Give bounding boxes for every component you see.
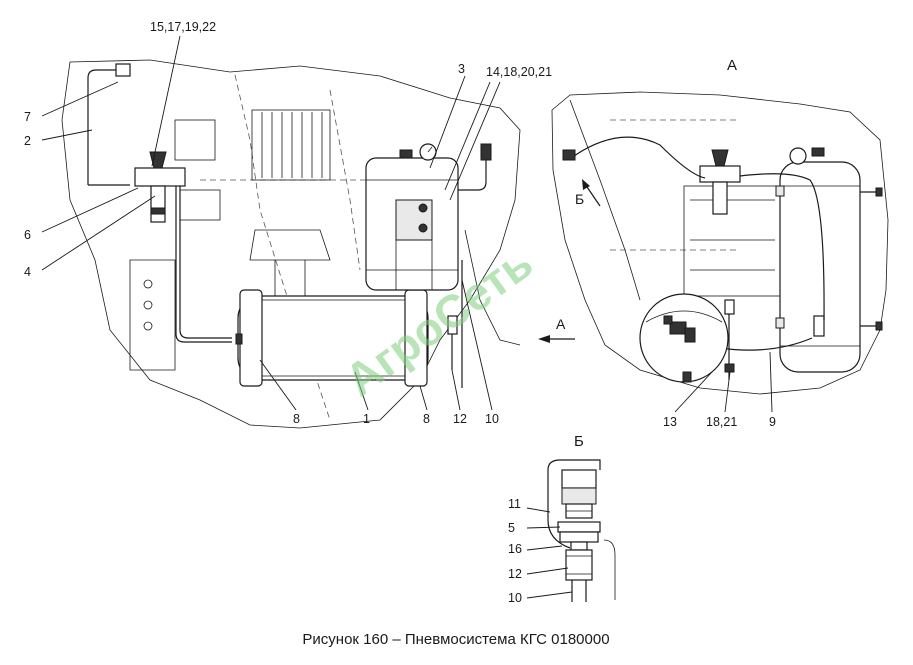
view-b-title: Б: [574, 433, 584, 450]
main-receiver: [235, 289, 429, 387]
callout-b-5: 5: [508, 521, 515, 535]
callout-b-16: 16: [508, 542, 522, 556]
callout-15-17-19-22: 15,17,19,22: [150, 20, 216, 34]
callout-1: 1: [363, 412, 370, 426]
callout-14-18-20-21: 14,18,20,21: [486, 65, 552, 79]
callout-10: 10: [485, 412, 499, 426]
callout-b-12: 12: [508, 567, 522, 581]
view-b: [547, 459, 616, 602]
main-view: [61, 59, 521, 429]
callout-9: 9: [769, 415, 776, 429]
view-a-arrow-head: [538, 335, 550, 343]
callout-b-10: 10: [508, 591, 522, 605]
main-leaders: [41, 35, 501, 411]
view-b-leaders: [526, 507, 573, 599]
arrow-b-label: Б: [575, 191, 584, 207]
figure-caption: Рисунок 160 – Пневмосистема КГС 0180000: [302, 631, 609, 648]
upper-receiver: [365, 143, 459, 291]
callout-3: 3: [458, 62, 465, 76]
view-b-arrow-head: [582, 179, 590, 190]
callout-6: 6: [24, 228, 31, 242]
callout-7: 7: [24, 110, 31, 124]
view-a-leaders: [674, 351, 773, 413]
view-a-round-receiver: [639, 293, 729, 383]
callout-4: 4: [24, 265, 31, 279]
view-a: [551, 91, 889, 395]
view-b-arrow-line: [584, 183, 601, 207]
callout-b-11: 11: [508, 497, 521, 511]
callout-8-right: 8: [423, 412, 430, 426]
callout-13: 13: [663, 415, 677, 429]
callout-8-left: 8: [293, 412, 300, 426]
callout-18-21: 18,21: [706, 415, 737, 429]
arrow-a-label: А: [556, 316, 566, 332]
callout-2: 2: [24, 134, 31, 148]
view-a-title: А: [727, 57, 737, 74]
callout-12: 12: [453, 412, 467, 426]
filter-regulator: [134, 151, 186, 223]
view-a-receiver: [775, 147, 883, 373]
